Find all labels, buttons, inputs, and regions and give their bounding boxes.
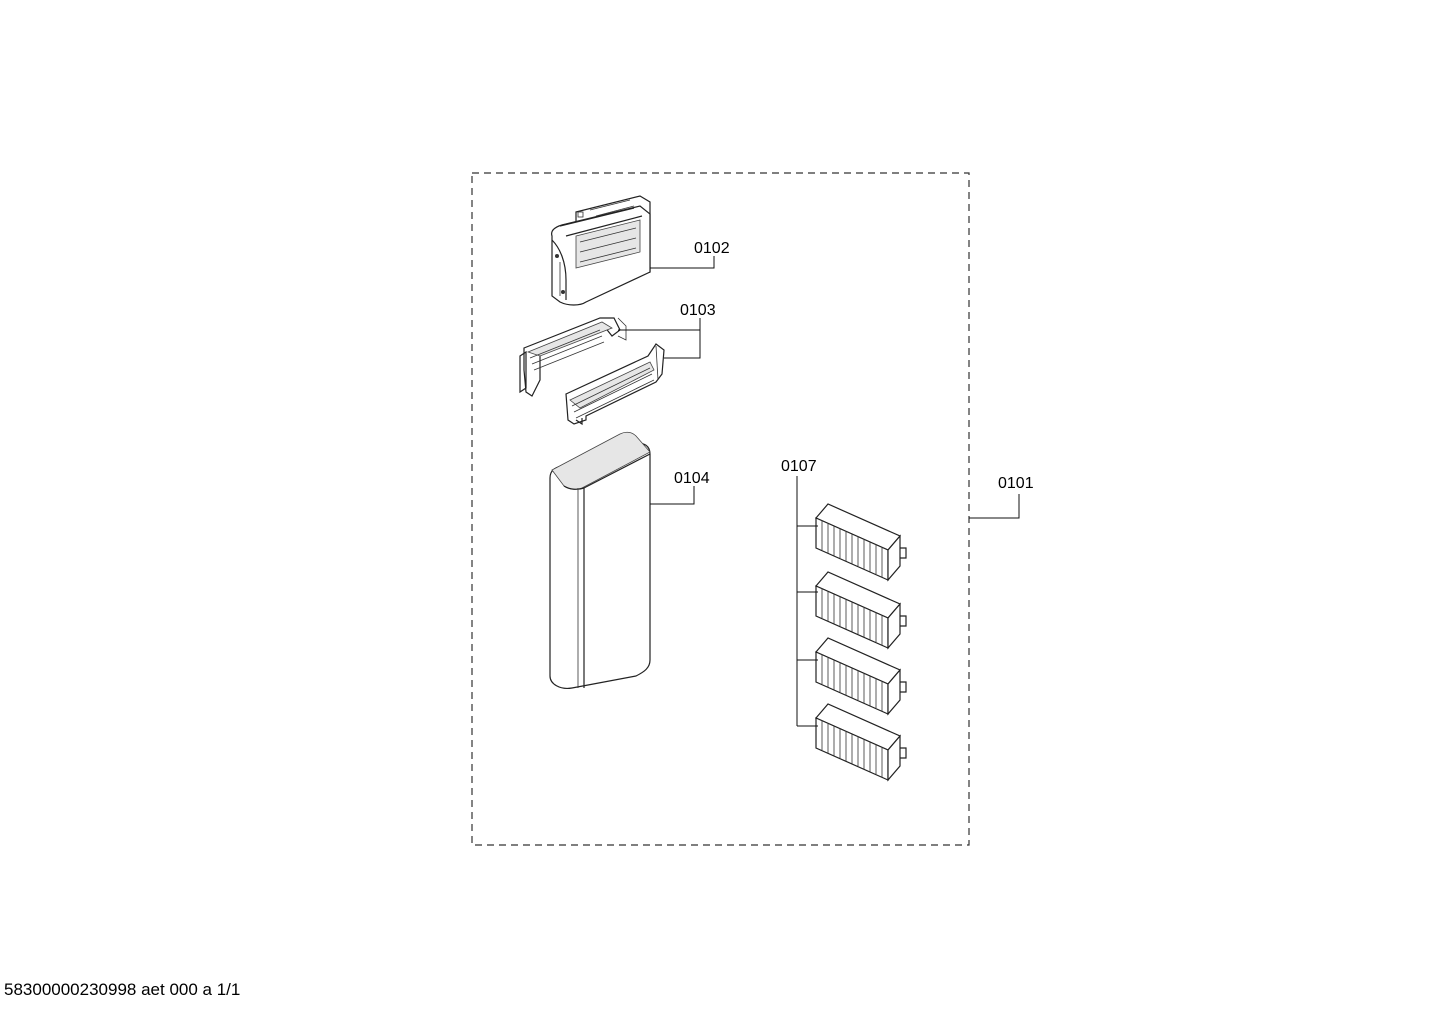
part-0104-duct bbox=[549, 431, 651, 689]
part-0103-brackets bbox=[519, 317, 665, 426]
leader-0101 bbox=[969, 494, 1020, 519]
label-0102: 0102 bbox=[694, 240, 730, 257]
part-0107-filters bbox=[815, 503, 907, 782]
leader-0107 bbox=[796, 476, 818, 727]
part-0102-adapter bbox=[551, 195, 651, 306]
document-code: 58300000230998 aet 000 a 1/1 bbox=[4, 980, 241, 999]
leader-0104 bbox=[650, 486, 695, 505]
label-0101: 0101 bbox=[998, 475, 1034, 492]
filter-2 bbox=[815, 571, 907, 650]
leader-0103 bbox=[618, 318, 701, 359]
label-0107: 0107 bbox=[781, 458, 817, 475]
kit-boundary-dashed bbox=[471, 172, 970, 846]
filter-3 bbox=[815, 637, 907, 716]
leader-0102 bbox=[650, 256, 715, 269]
label-0103: 0103 bbox=[680, 302, 716, 319]
filter-4 bbox=[815, 703, 907, 782]
label-0104: 0104 bbox=[674, 470, 710, 487]
filter-1 bbox=[815, 503, 907, 582]
